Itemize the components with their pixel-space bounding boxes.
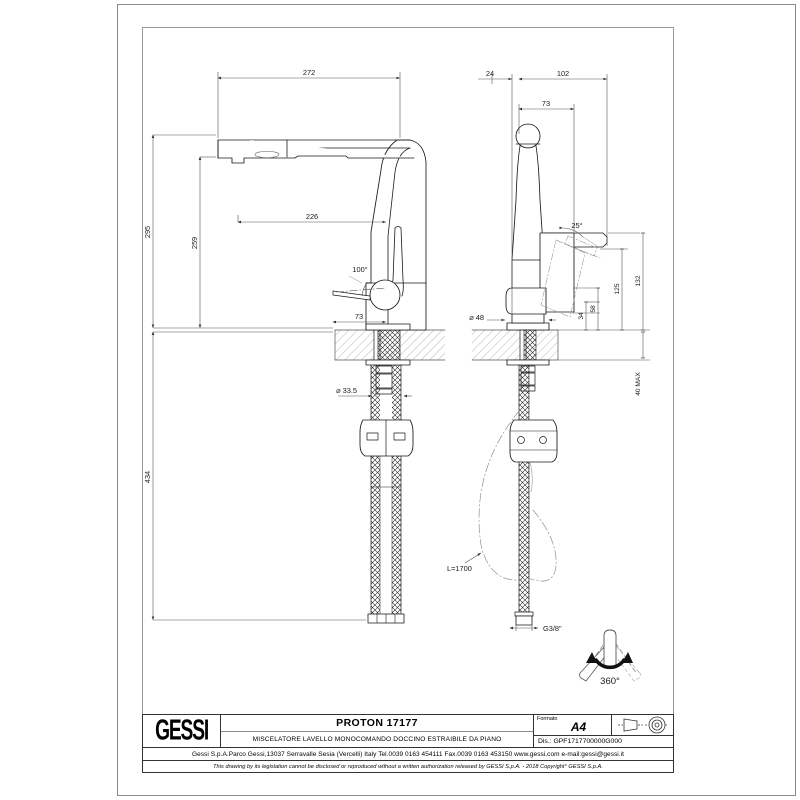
- dim-lever-low: 34: [578, 312, 585, 320]
- format-row: Formato A4: [534, 715, 673, 736]
- dim-shank-diameter: ⌀ 33.5: [336, 386, 357, 395]
- dim-counter-thickness: 40 MAX: [635, 372, 642, 396]
- dim-overall-height: 295: [143, 226, 152, 238]
- dim-hose-length: L=1700: [447, 564, 472, 573]
- title-block: GESSI PROTON 17177 MISCELATORE LAVELLO M…: [142, 714, 674, 773]
- drawing-number: Dis.: GPF1717700000G000: [538, 738, 622, 745]
- dim-lever-mid: 58: [590, 305, 597, 313]
- format-cell: Formato A4: [534, 715, 612, 735]
- gessi-logo: GESSI: [143, 715, 221, 747]
- title-block-upper-row: GESSI PROTON 17177 MISCELATORE LAVELLO M…: [143, 715, 673, 748]
- front-elevation-geometry: [217, 139, 446, 624]
- dim-lever-tilt: 25°: [571, 221, 582, 230]
- first-angle-projection-icon: [612, 715, 673, 735]
- dimension-labels: 272 226 73 295 259 434 100° ⌀ 33.5 24 10…: [143, 68, 642, 633]
- dim-spout-reach: 226: [306, 212, 318, 221]
- dim-inlet-thread: G3/8": [543, 624, 562, 633]
- sheet-border-outer: [117, 4, 796, 796]
- dim-handle-angle: 100°: [352, 265, 367, 274]
- company-address-line: Gessi S.p.A.Parco Gessi,13037 Serravalle…: [143, 748, 673, 761]
- dim-spout-height: 259: [190, 237, 199, 249]
- dim-handle-offset: 73: [355, 312, 363, 321]
- dim-base-diameter: ⌀ 48: [469, 313, 484, 322]
- swivel-angle-label: 360°: [600, 676, 620, 687]
- dim-overall-reach: 272: [303, 68, 315, 77]
- dim-base-offset: 24: [486, 69, 494, 78]
- swivel-rotation-icon: 360°: [579, 629, 641, 687]
- product-name: PROTON 17177: [221, 715, 533, 732]
- product-description: MISCELATORE LAVELLO MONOCOMANDO DOCCINO …: [252, 735, 502, 743]
- dim-handle-length: 73: [542, 99, 550, 108]
- title-block-product-info: PROTON 17177 MISCELATORE LAVELLO MONOCOM…: [221, 715, 533, 747]
- gessi-logo-text: GESSI: [155, 715, 209, 747]
- format-label: Formato: [537, 716, 558, 722]
- title-block-format-info: Formato A4: [533, 715, 673, 747]
- dim-lever-high: 125: [614, 283, 621, 294]
- legal-notice-line: This drawing by its legislation cannot b…: [213, 763, 603, 770]
- dim-handle-swing: 102: [557, 69, 569, 78]
- format-value: A4: [570, 720, 587, 734]
- side-elevation-geometry: [471, 123, 608, 626]
- dim-lever-top: 132: [635, 275, 642, 286]
- dim-hose-drop: 434: [143, 471, 152, 483]
